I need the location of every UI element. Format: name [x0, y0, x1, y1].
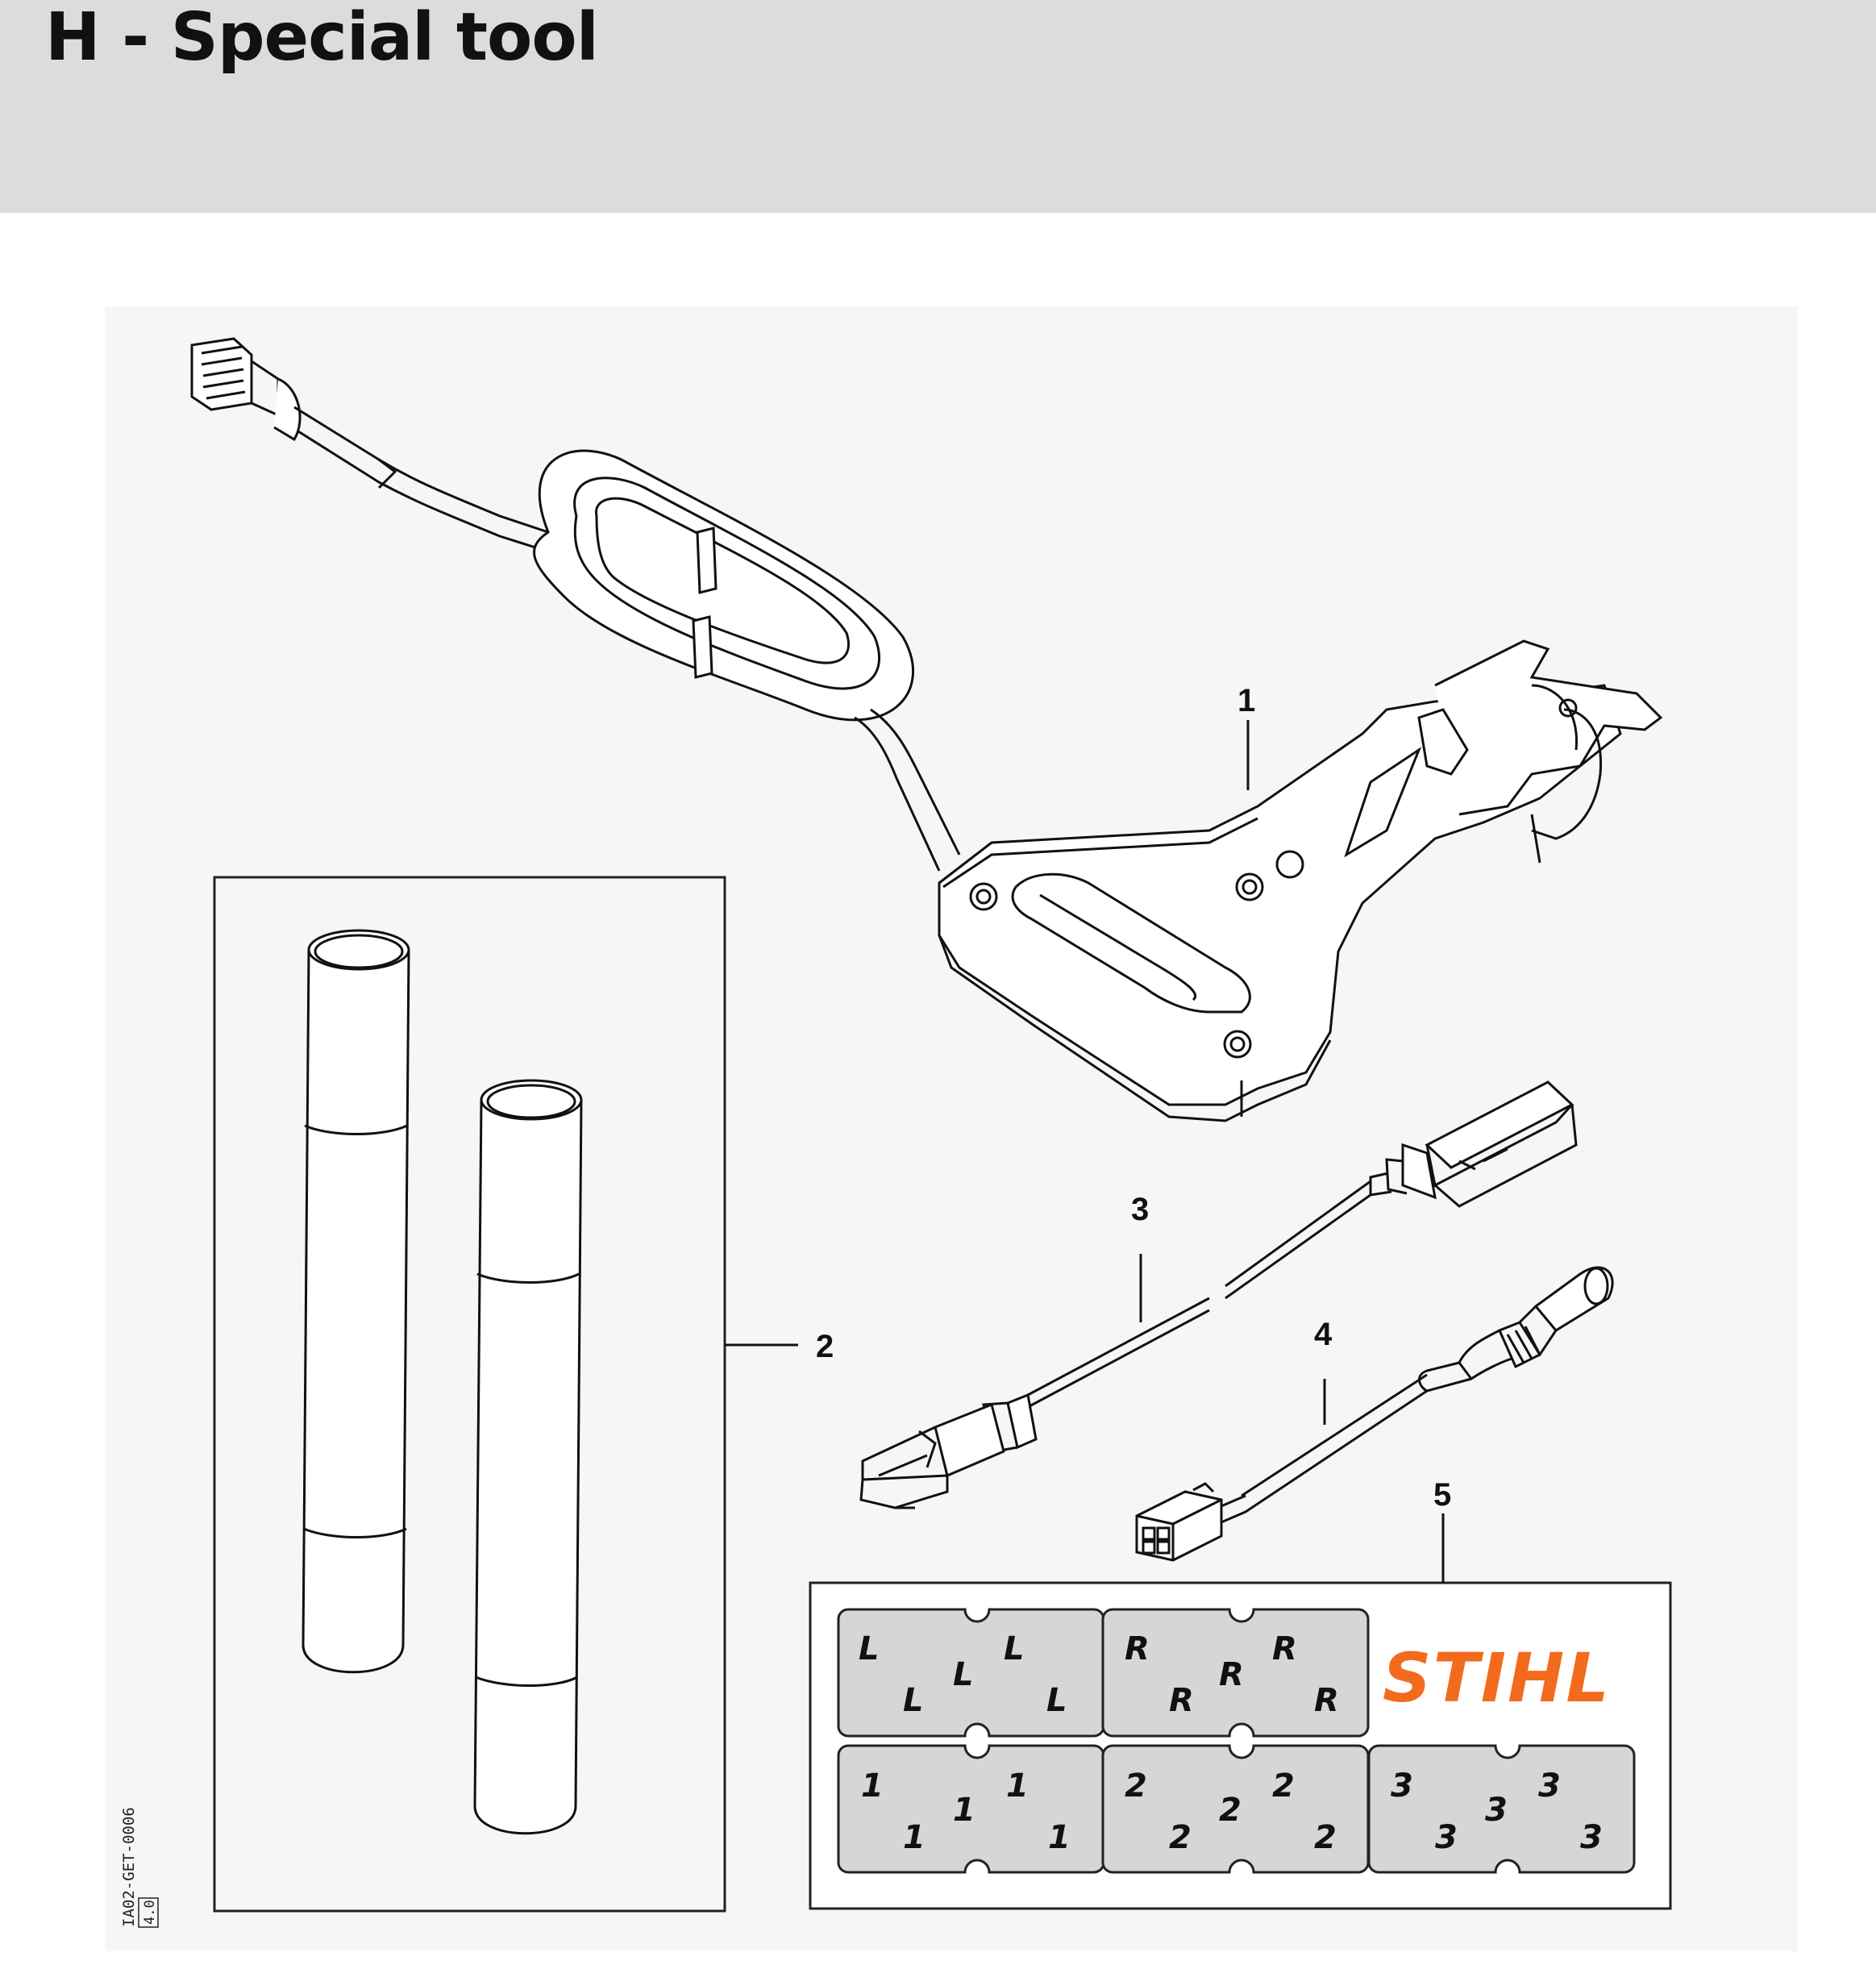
callout-leaders: [725, 720, 1445, 1583]
sticker-2-char: 2: [1219, 1792, 1242, 1829]
adapter-cable-icon: [1135, 1266, 1614, 1562]
diagnostic-cable-icon: [190, 337, 1663, 1122]
sticker-3-char: 3: [1580, 1819, 1603, 1856]
sleeve-tubes-icon: [213, 876, 726, 1913]
sticker-1-char: 1: [903, 1819, 926, 1856]
sticker-3-char: 3: [1435, 1819, 1458, 1856]
drawing-id: IA02-GET-0006: [120, 1807, 138, 1927]
sticker-r-char: R: [1219, 1656, 1244, 1693]
usb-cable-icon: [859, 1080, 1578, 1509]
sticker-l-char: L: [1046, 1682, 1067, 1719]
label-sheet-icon: L L L L L R R R R R STIHL 1 1 1 1 1 2 2: [809, 1581, 1672, 1910]
sticker-r-char: R: [1272, 1630, 1297, 1667]
sticker-1-char: 1: [1006, 1767, 1029, 1805]
header-bar: H - Special tool: [0, 0, 1876, 213]
callout-2: 2: [816, 1329, 834, 1364]
sticker-l: L L L L L: [837, 1608, 1105, 1738]
sticker-1-char: 1: [953, 1792, 975, 1829]
stihl-logo: STIHL: [1383, 1638, 1611, 1717]
callout-5: 5: [1433, 1477, 1451, 1513]
sticker-2-char: 2: [1314, 1819, 1337, 1856]
sticker-2-char: 2: [1169, 1819, 1192, 1856]
callout-1: 1: [1237, 683, 1255, 718]
sticker-3: 3 3 3 3 3: [1367, 1744, 1636, 1874]
sticker-l-char: L: [903, 1682, 924, 1719]
sticker-2-char: 2: [1125, 1767, 1147, 1805]
sticker-r-char: R: [1169, 1682, 1194, 1719]
sticker-3-char: 3: [1391, 1767, 1413, 1805]
sticker-r-char: R: [1125, 1630, 1150, 1667]
sticker-r-char: R: [1314, 1682, 1339, 1719]
sticker-3-char: 3: [1538, 1767, 1561, 1805]
sticker-2-char: 2: [1272, 1767, 1295, 1805]
sticker-1-char: 1: [861, 1767, 884, 1805]
sticker-l-char: L: [1004, 1630, 1025, 1667]
drawing-revision: 4.0: [142, 1900, 158, 1925]
sticker-3-char: 3: [1485, 1792, 1508, 1829]
sticker-1: 1 1 1 1 1: [837, 1744, 1105, 1874]
callout-3: 3: [1131, 1192, 1149, 1227]
sticker-l-char: L: [859, 1630, 880, 1667]
drawing-id-block: IA02-GET-0006 4.0: [120, 1807, 159, 1928]
page-title: H - Special tool: [45, 0, 599, 76]
callout-4: 4: [1314, 1317, 1333, 1352]
sticker-1-char: 1: [1048, 1819, 1071, 1856]
sticker-2: 2 2 2 2 2: [1101, 1744, 1370, 1874]
sticker-l-char: L: [953, 1656, 974, 1693]
sticker-r: R R R R R: [1101, 1608, 1370, 1738]
